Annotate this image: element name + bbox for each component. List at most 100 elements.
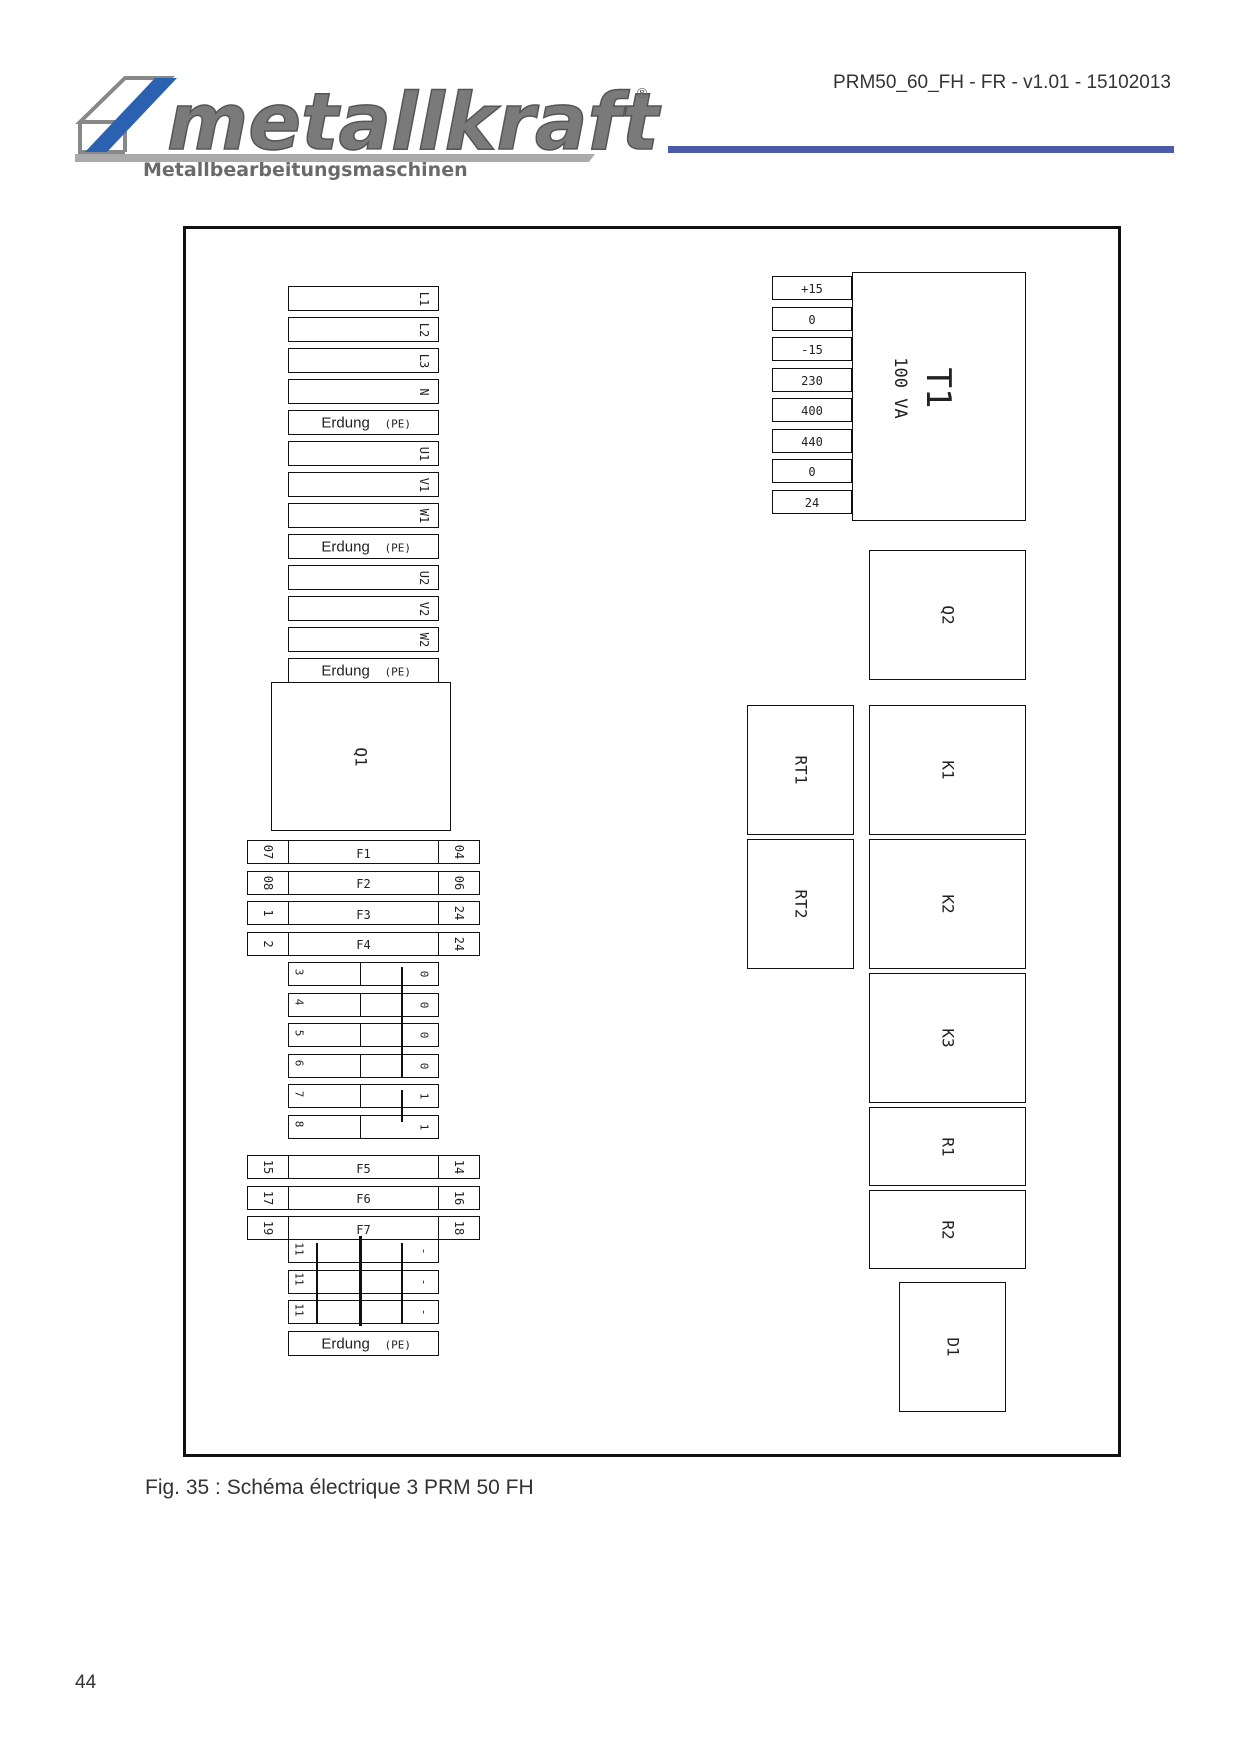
bridge-bar: [359, 1236, 362, 1326]
row-divider: [360, 1054, 361, 1077]
terminal-w2: W2: [288, 627, 439, 652]
fuse-terminal-left: 07: [247, 840, 289, 864]
transformer-tap: 400: [772, 398, 852, 422]
terminal-number: 3: [292, 968, 306, 976]
fuse-label: F7: [356, 1222, 371, 1237]
terminal-label: L2: [417, 322, 431, 337]
terminal-number: 06: [452, 875, 466, 890]
fuse-terminal-right: 04: [438, 840, 480, 864]
t1-label: T1: [918, 367, 958, 409]
tap-label: 400: [801, 404, 823, 419]
k2-label: K2: [938, 894, 957, 914]
terminal-number: 11: [292, 1303, 306, 1317]
fuse-label: F5: [356, 1161, 371, 1176]
terminal-u1: U1: [288, 441, 439, 466]
terminal-number: 08: [261, 875, 275, 890]
bridge-bar: [401, 1090, 403, 1122]
terminal-number: 0: [417, 970, 431, 978]
terminal-number: 6: [292, 1059, 306, 1067]
terminal-number: 1: [417, 1123, 431, 1130]
q2-component: Q2: [869, 550, 1026, 680]
terminal-number: 1: [261, 909, 275, 917]
fuse-f3: F3: [288, 901, 439, 925]
d1-component: D1: [899, 1282, 1006, 1412]
terminal-number: 24: [452, 905, 466, 921]
row-divider: [360, 1085, 361, 1107]
fuse-label: F2: [356, 877, 371, 892]
transformer-tap: -15: [772, 337, 852, 361]
pe-label: (PE): [384, 1338, 412, 1352]
fuse-label: F1: [356, 846, 371, 861]
bridge-bar: [316, 1243, 318, 1323]
q1-label: Q1: [351, 746, 371, 767]
fuse-f1: F1: [288, 840, 439, 864]
terminal-number: 14: [452, 1159, 466, 1175]
tap-label: 24: [804, 495, 820, 510]
fuse-terminal-right: 24: [438, 931, 480, 956]
terminal-label: U2: [417, 570, 431, 585]
tap-label: 0: [808, 465, 816, 480]
terminal-number: 15: [261, 1159, 275, 1175]
terminal-number: 17: [261, 1190, 275, 1205]
terminal-number: 07: [261, 844, 275, 860]
terminal-number: 7: [292, 1090, 306, 1098]
rt1-component: RT1: [747, 705, 854, 835]
k3-label: K3: [938, 1028, 957, 1048]
q1-switch: Q1: [271, 682, 451, 831]
r1-label: R1: [938, 1136, 957, 1157]
terminal-label: U1: [417, 446, 431, 461]
fuse-f5: F5: [288, 1155, 439, 1179]
bridge-terminal-row: 11-: [288, 1239, 439, 1263]
k2-component: K2: [869, 839, 1026, 969]
tap-label: 0: [808, 312, 816, 327]
terminal-v2: V2: [288, 596, 439, 621]
terminal-v1: V1: [288, 472, 439, 497]
fuse-f6: F6: [288, 1185, 439, 1210]
transformer-tap: 0: [772, 459, 852, 483]
erdung-label: Erdung: [321, 538, 370, 555]
terminal-label: N: [417, 387, 431, 396]
fuse-terminal-right: 14: [438, 1155, 480, 1179]
terminal-number: 1: [417, 1092, 431, 1100]
terminal-number: 0: [417, 1031, 431, 1039]
fuse-terminal-right: 24: [438, 901, 480, 925]
terminal-label: L3: [417, 353, 431, 368]
terminal-number: -: [417, 1308, 431, 1316]
transformer-tap: +15: [772, 276, 852, 300]
k3-component: K3: [869, 973, 1026, 1103]
transformer-tap: 230: [772, 367, 852, 392]
fuse-terminal-left: 08: [247, 870, 289, 895]
terminal-number: 0: [417, 1001, 431, 1008]
metallkraft-logo: metallkraft ® Metallbearbeitungsmaschine…: [75, 72, 670, 181]
terminal-number: 04: [452, 844, 466, 860]
terminal-number: 11: [292, 1272, 306, 1286]
fuse-f4: F4: [288, 931, 439, 956]
terminal-number: 0: [417, 1062, 431, 1069]
terminal-number: 8: [292, 1120, 306, 1128]
fuse-terminal-left: 15: [247, 1155, 289, 1179]
terminal-l1: L1: [288, 286, 439, 311]
rt2-label: RT2: [791, 889, 810, 919]
terminal-label: V2: [417, 601, 431, 616]
rt2-component: RT2: [747, 839, 854, 969]
terminal-w1: W1: [288, 503, 439, 528]
fuse-label: F3: [356, 907, 371, 922]
bridge-terminal-row: 11-: [288, 1269, 439, 1294]
logo-mark-icon: metallkraft ® Metallbearbeitungsmaschine…: [75, 76, 662, 181]
document-reference: PRM50_60_FH - FR - v1.01 - 15102013: [833, 72, 1171, 93]
t1-rating: 100 VA: [890, 357, 910, 419]
figure-caption: Fig. 35 : Schéma électrique 3 PRM 50 FH: [145, 1476, 534, 1499]
page-number: 44: [75, 1672, 97, 1693]
terminal-n: N: [288, 379, 439, 404]
tap-label: +15: [801, 282, 823, 297]
transformer-tap: 24: [772, 489, 852, 514]
fuse-terminal-left: 2: [247, 931, 289, 956]
fuse-terminal-left: 1: [247, 901, 289, 925]
terminal-number: 2: [261, 939, 275, 948]
r2-label: R2: [938, 1219, 957, 1240]
